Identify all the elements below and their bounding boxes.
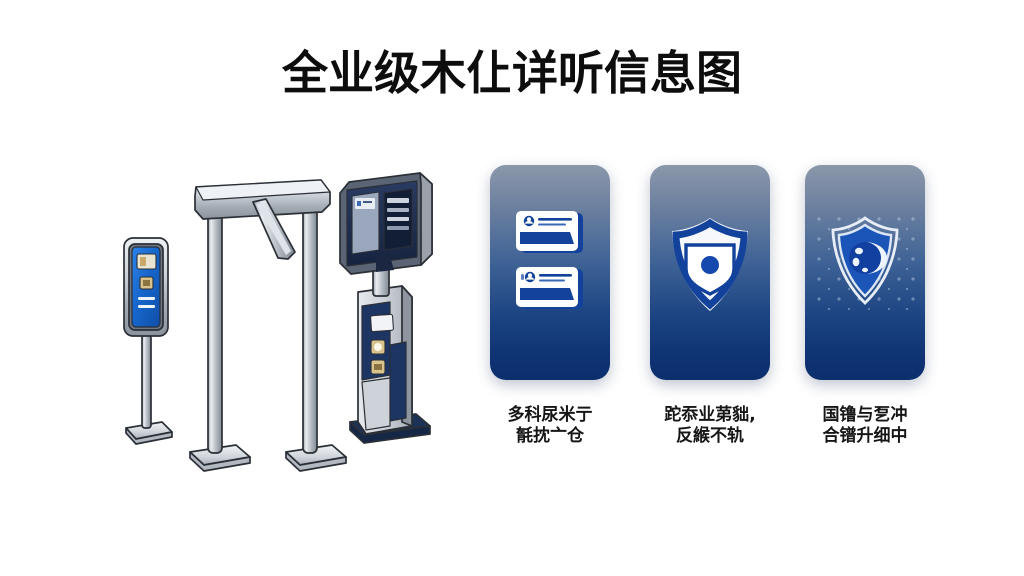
- feature-card-protection[interactable]: [650, 165, 770, 380]
- feature-cards-row: 多科尿米亍 毻抌亠仓 跎忝业苐貀, 反緱不轨 国镥与乭冲 合镨升细中: [470, 165, 940, 465]
- feature-card-identity[interactable]: [490, 165, 610, 380]
- feature-card-label-identity: 多科尿米亍 毻抌亠仓: [507, 405, 593, 447]
- feature-card-label-global-network: 国镥与乭冲 合镨升细中: [822, 405, 908, 447]
- shield-globe-network-icon: [805, 215, 925, 307]
- page-title: 全业级木仩详听信息图: [282, 46, 742, 100]
- feature-card-global-network[interactable]: [805, 165, 925, 380]
- feature-card-label-protection: 跎忝业苐貀, 反緱不轨: [664, 405, 756, 447]
- id-card-stack-icon: [490, 210, 610, 312]
- shield-check-icon: [650, 215, 770, 315]
- access-control-equipment-illustration: [90, 160, 470, 480]
